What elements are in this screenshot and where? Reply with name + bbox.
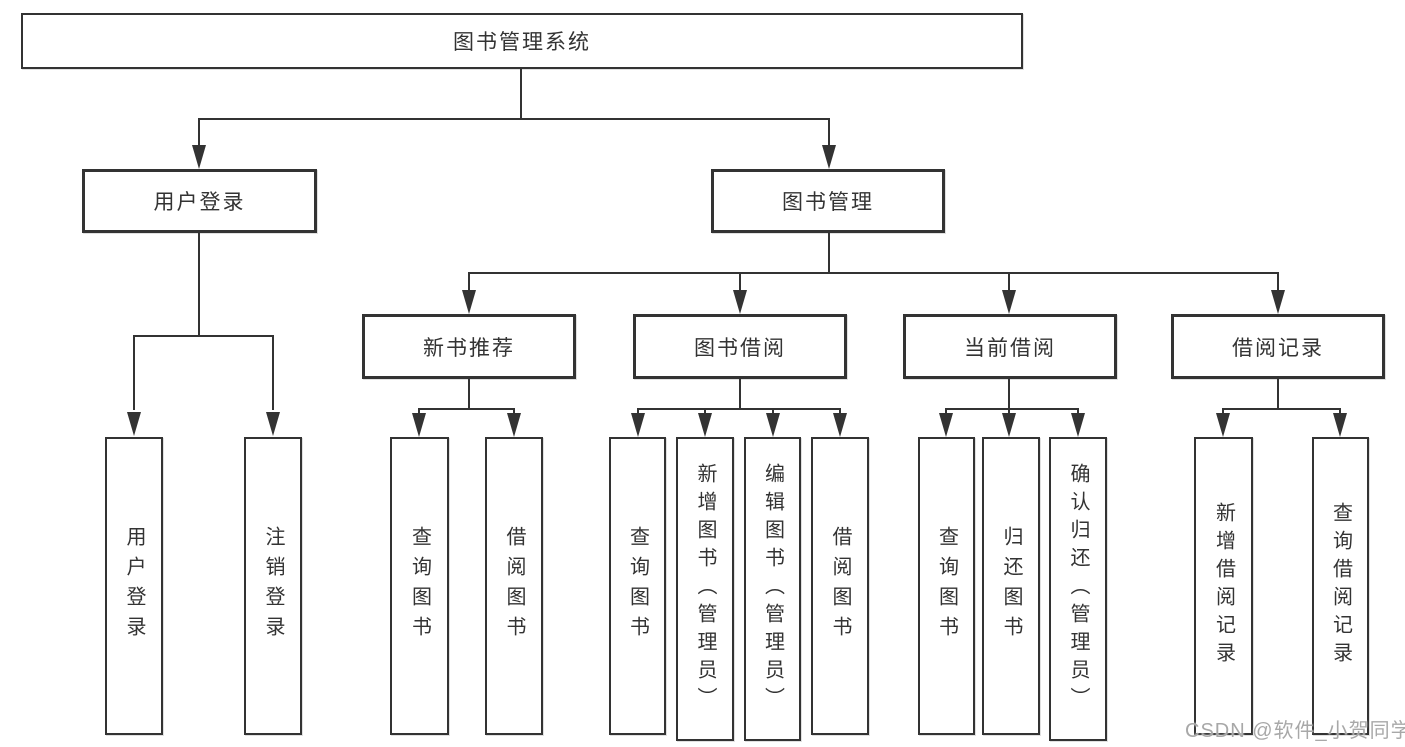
connector-current-borrow-branch [945,408,1079,410]
connector-book-borrow-stem [739,379,741,409]
node-cb-confirm-return: 确认归还（管理员） [1049,437,1107,741]
arrowhead-bb-add [698,413,712,437]
node-cb-return-books-label: 归还图书 [1000,526,1022,646]
node-current-borrow: 当前借阅 [903,314,1117,379]
node-current-borrow-label: 当前借阅 [964,336,1056,360]
arrowhead-nb-borrow [507,413,521,437]
node-leaf-user-login: 用户登录 [105,437,163,735]
arrowhead-leaf-user-login [127,412,141,436]
connector-new-book-stem [468,379,470,409]
arrowhead-cb-confirm [1071,413,1085,437]
arrowhead-br-add [1216,413,1230,437]
node-new-book-recommend-label: 新书推荐 [423,336,515,360]
connector-root-stem [520,69,522,119]
connector-book-borrow-branch [637,408,841,410]
node-bb-borrow-books: 借阅图书 [811,437,869,735]
node-br-add-record: 新增借阅记录 [1194,437,1253,735]
node-br-query-record: 查询借阅记录 [1312,437,1369,735]
arrowhead-nb-query [412,413,426,437]
connector-borrow-records-branch [1222,408,1341,410]
arrowhead-leaf-logout [266,412,280,436]
node-bb-add-books-label: 新增图书（管理员） [694,463,716,715]
arrowhead-cb-return [1002,413,1016,437]
connector-book-management-stem [828,233,830,273]
connector-user-login-branch [133,335,274,337]
connector-user-login-stem [198,233,200,336]
node-bb-query-books-label: 查询图书 [626,526,649,646]
connector-current-borrow-stem [1008,379,1010,409]
node-leaf-logout: 注销登录 [244,437,302,735]
arrowhead-br-query [1333,413,1347,437]
arrowhead-book-borrow [733,290,747,314]
connector-drop-new-book [468,272,470,292]
node-leaf-user-login-label: 用户登录 [123,526,145,646]
connector-drop-book-borrow [739,272,741,292]
arrowhead-cb-query [939,413,953,437]
node-new-book-recommend: 新书推荐 [362,314,576,379]
node-cb-return-books: 归还图书 [982,437,1040,735]
arrowhead-book-management [822,145,836,169]
node-br-query-record-label: 查询借阅记录 [1329,502,1352,670]
connector-level1-branch [198,118,830,120]
connector-borrow-records-stem [1277,379,1279,409]
node-leaf-logout-label: 注销登录 [262,526,284,646]
node-bb-add-books: 新增图书（管理员） [676,437,734,741]
node-bb-query-books: 查询图书 [609,437,666,735]
node-br-add-record-label: 新增借阅记录 [1212,502,1235,670]
arrowhead-current-borrow [1002,290,1016,314]
connector-new-book-branch [418,408,515,410]
node-nb-borrow-books: 借阅图书 [485,437,543,735]
node-book-borrow-label: 图书借阅 [694,336,786,360]
connector-drop-user-login [198,118,200,156]
node-user-login: 用户登录 [82,169,317,233]
arrowhead-new-book [462,290,476,314]
arrowhead-user-login [192,145,206,169]
node-cb-query-books-label: 查询图书 [935,526,958,646]
node-book-management: 图书管理 [711,169,945,233]
connector-drop-leaf-logout [272,335,274,410]
arrowhead-borrow-records [1271,290,1285,314]
arrowhead-bb-edit [766,413,780,437]
node-nb-borrow-books-label: 借阅图书 [503,526,525,646]
node-cb-confirm-return-label: 确认归还（管理员） [1067,463,1089,715]
connector-level3-branch [468,272,1279,274]
node-root: 图书管理系统 [21,13,1023,69]
node-bb-edit-books: 编辑图书（管理员） [744,437,801,741]
node-borrow-records: 借阅记录 [1171,314,1385,379]
connector-drop-borrow-records [1277,272,1279,292]
node-cb-query-books: 查询图书 [918,437,975,735]
csdn-watermark: CSDN @软件_小贺同学 [1185,720,1405,742]
node-bb-borrow-books-label: 借阅图书 [829,526,851,646]
node-bb-edit-books-label: 编辑图书（管理员） [761,463,784,715]
node-book-borrow: 图书借阅 [633,314,847,379]
node-nb-query-books-label: 查询图书 [408,526,431,646]
connector-drop-leaf-user-login [133,335,135,410]
arrowhead-bb-query [631,413,645,437]
node-root-label: 图书管理系统 [453,31,591,54]
node-user-login-label: 用户登录 [153,191,246,214]
node-nb-query-books: 查询图书 [390,437,449,735]
node-borrow-records-label: 借阅记录 [1232,336,1324,360]
connector-drop-book-management [828,118,830,156]
node-book-management-label: 图书管理 [782,191,874,214]
arrowhead-bb-borrow [833,413,847,437]
connector-drop-current-borrow [1008,272,1010,292]
